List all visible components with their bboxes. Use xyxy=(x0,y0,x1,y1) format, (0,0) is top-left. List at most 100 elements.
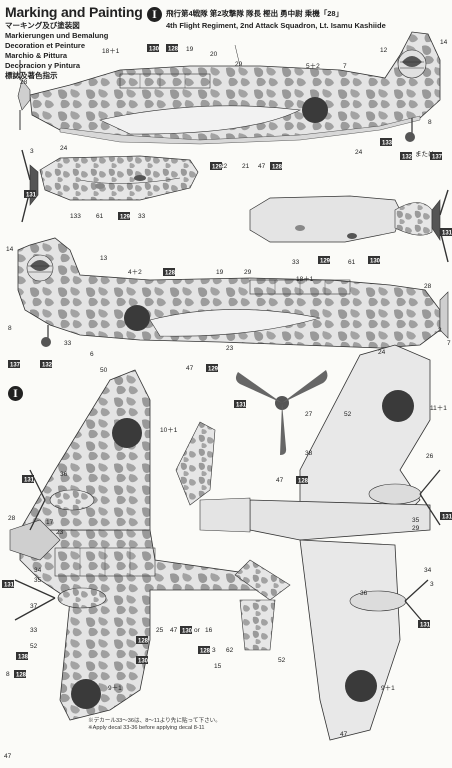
lower-side-profile xyxy=(17,237,449,349)
hinomaru-under-wing-right xyxy=(382,390,414,422)
callout-128-b: 128 xyxy=(272,165,283,171)
callout-52-a: 52 xyxy=(344,411,352,418)
callout-47-a: 47 xyxy=(258,163,266,170)
under-plan-view xyxy=(199,344,441,741)
callout-6: 6 xyxy=(90,351,94,358)
callout-8-c: 8 xyxy=(6,671,10,678)
callout-137-a: 137 xyxy=(432,155,443,161)
callout-20: 20 xyxy=(210,51,218,58)
callout-3-d: 3 xyxy=(212,647,216,654)
title-line-de: Markierungen und Bemalung xyxy=(5,31,109,40)
decal-note: ※デカール33〜36は、8〜11より先に貼って下さい。 ※Apply decal… xyxy=(88,718,268,732)
callout-29-c: 29 xyxy=(412,525,420,532)
callout-35-b: 35 xyxy=(34,577,42,584)
callout-128-a: 128 xyxy=(168,47,179,53)
callout-18-b: 18＋1 xyxy=(296,275,314,283)
callout-128-d: 128 xyxy=(298,479,309,485)
callout-16: 16 xyxy=(205,627,213,634)
hinomaru-under-wing-left xyxy=(345,670,377,702)
note-jp: ※デカール33〜36は、8〜11より先に貼って下さい。 xyxy=(88,718,221,724)
callout-128-e: 128 xyxy=(138,639,149,645)
caption-jp: 飛行第4戦隊 第2攻撃隊 隊長 樫出 勇中尉 乗機「28」 xyxy=(166,9,344,18)
callout-or-b: or xyxy=(194,627,201,634)
callout-128-g: 128 xyxy=(16,673,27,679)
title-line-es: Decoracion y Pintura xyxy=(5,61,81,70)
callout-47-d: 47 xyxy=(170,627,178,634)
callout-10-1: 10＋1 xyxy=(160,426,178,434)
callout-28-b: 28 xyxy=(424,283,432,290)
callout-29-b: 29 xyxy=(244,269,252,276)
hinomaru-upper-wing-right xyxy=(112,418,142,448)
upper-side-profile xyxy=(17,31,441,145)
callout-24-a: 24 xyxy=(60,145,68,152)
callout-137-b: 137 xyxy=(10,363,21,369)
upper-nacelle-right xyxy=(249,189,449,263)
callout-47-f: 47 xyxy=(4,753,12,760)
callout-33-c: 33 xyxy=(64,340,72,347)
callout-19: 19 xyxy=(186,46,194,53)
callout-129-d: 129 xyxy=(208,367,219,373)
callout-7: 7 xyxy=(343,63,347,70)
page-title: Marking and Painting xyxy=(5,4,143,20)
callout-7-b: 7 xyxy=(447,340,451,347)
callout-128-f: 128 xyxy=(200,649,211,655)
title-line-jp: マーキング及び塗装図 xyxy=(5,21,80,30)
callout-19-b: 19 xyxy=(216,269,224,276)
aircraft-caption: 飛行第4戦隊 第2攻撃隊 隊長 樫出 勇中尉 乗機「28」 4th Flight… xyxy=(166,8,452,30)
callout-15: 15 xyxy=(214,663,222,670)
callout-3: 3 xyxy=(30,148,34,155)
callout-138-a: 138 xyxy=(18,655,29,661)
callout-8-a: 8 xyxy=(428,119,432,126)
callout-23-b: 23 xyxy=(56,529,64,536)
callout-131-a: 131 xyxy=(26,193,37,199)
callout-14-b: 14 xyxy=(6,246,14,253)
callout-12: 12 xyxy=(380,47,388,54)
callout-25: 25 xyxy=(156,627,164,634)
hinomaru-upper-wing-left xyxy=(71,679,101,709)
callout-36: 36 xyxy=(60,471,68,478)
callout-11-1: 11＋1 xyxy=(430,404,447,412)
callout-5-2: 5＋2 xyxy=(306,62,320,70)
callout-129-c: 129 xyxy=(320,259,331,265)
callout-50: 50 xyxy=(100,367,108,374)
callout-52-c: 52 xyxy=(278,657,286,664)
callout-18: 18＋1 xyxy=(102,47,120,55)
callout-24-b: 24 xyxy=(355,149,363,156)
hinomaru-upper-profile xyxy=(302,97,328,123)
callout-4-2: 4＋2 xyxy=(128,268,142,276)
callout-61-b: 61 xyxy=(348,259,356,266)
callout-130-c: 130 xyxy=(182,629,193,635)
scheme-badge-upper: I xyxy=(147,7,162,22)
caption-en: 4th Flight Regiment, 2nd Attack Squadron… xyxy=(166,21,386,30)
callout-33-d: 33 xyxy=(30,627,38,634)
callout-17: 17 xyxy=(46,519,54,526)
callout-131-e: 131 xyxy=(442,515,452,521)
callout-133-label: 133 xyxy=(70,213,81,220)
callout-29: 29 xyxy=(235,61,243,68)
callout-131-f: 131 xyxy=(4,583,15,589)
callout-22: 22 xyxy=(220,163,228,170)
callout-47-c: 47 xyxy=(276,477,284,484)
callout-or-a: または xyxy=(415,150,435,158)
callout-132-b: 132 xyxy=(42,363,53,369)
callout-labels: 130 128 19 20 29 18＋1 5＋2 7 12 14 28 3 2… xyxy=(2,39,452,760)
callout-128-c: 128 xyxy=(165,271,176,277)
callout-34-a: 34 xyxy=(34,567,42,574)
callout-28-c: 28 xyxy=(8,515,16,522)
callout-130-b: 130 xyxy=(370,259,381,265)
scheme-badge-lower: I xyxy=(8,386,23,401)
callout-33-a: 33 xyxy=(138,213,146,220)
callout-3-c: 3 xyxy=(430,581,434,588)
callout-37-a: 37 xyxy=(30,603,38,610)
hinomaru-lower-profile xyxy=(124,305,150,331)
upper-plan-view xyxy=(9,369,291,721)
header-block: Marking and Painting マーキング及び塗装図 Markieru… xyxy=(5,4,145,81)
callout-9-1-a: 9＋1 xyxy=(108,684,122,692)
callout-130-a: 130 xyxy=(149,47,160,53)
upper-nacelle-left xyxy=(21,149,199,223)
callout-132-a: 132 xyxy=(402,155,413,161)
callout-23: 23 xyxy=(226,345,234,352)
callout-28-a: 28 xyxy=(20,79,28,86)
callout-47-b: 47 xyxy=(186,365,194,372)
callout-34-b: 34 xyxy=(424,567,432,574)
